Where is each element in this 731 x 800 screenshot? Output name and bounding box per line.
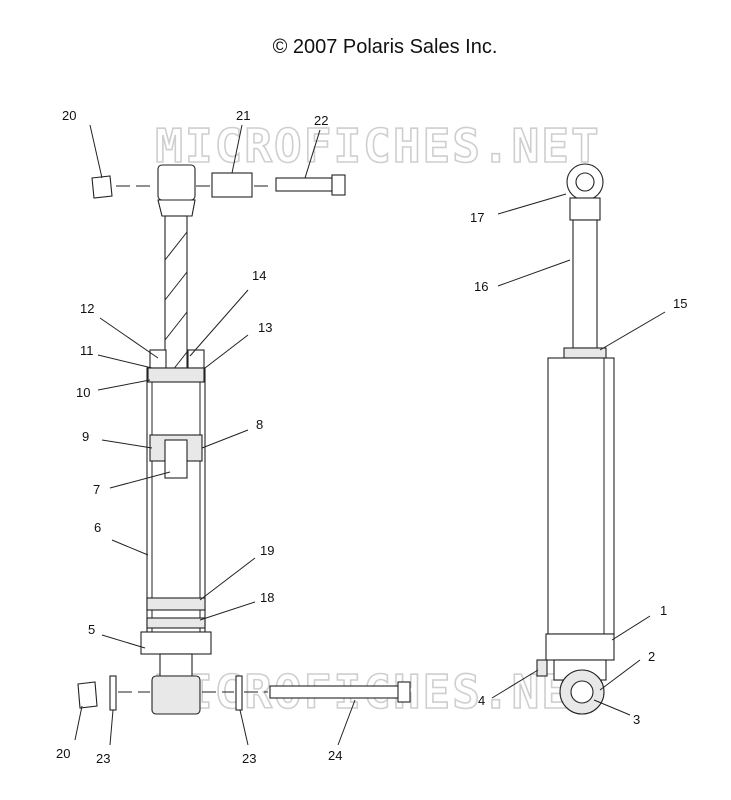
- o-ring: [146, 617, 206, 629]
- callout-16: 16: [474, 279, 488, 294]
- callout-1: 1: [660, 603, 667, 618]
- assembled-shaft: [572, 219, 598, 349]
- callout-17: 17: [470, 210, 484, 225]
- shaft-clevis: [157, 199, 196, 217]
- callout-14: 14: [252, 268, 266, 283]
- callout-23-left: 23: [96, 751, 110, 766]
- bottom-bolt-head: [397, 681, 411, 703]
- top-nut: [91, 175, 113, 199]
- copyright-title: © 2007 Polaris Sales Inc.: [273, 36, 498, 58]
- assembled-shock: [536, 163, 615, 715]
- callout-2: 2: [648, 649, 655, 664]
- bearing-cap: [147, 367, 205, 383]
- callout-23-right: 23: [242, 751, 256, 766]
- assembled-seal: [563, 347, 607, 359]
- callout-9: 9: [82, 429, 89, 444]
- exploded-shock: [77, 164, 411, 715]
- callout-10: 10: [76, 385, 90, 400]
- seal-right: [187, 349, 205, 369]
- callout-11: 11: [80, 343, 94, 358]
- callout-20-top: 20: [62, 108, 76, 123]
- washer-right: [235, 675, 243, 711]
- callout-19: 19: [260, 543, 274, 558]
- callout-15: 15: [673, 296, 687, 311]
- callout-6: 6: [94, 520, 101, 535]
- top-eyelet: [157, 164, 196, 201]
- callout-22: 22: [314, 113, 328, 128]
- washer-left: [109, 675, 117, 711]
- assembled-bottom-cap: [545, 633, 615, 661]
- bottom-eyelet: [151, 675, 201, 715]
- callout-21: 21: [236, 108, 250, 123]
- callout-8: 8: [256, 417, 263, 432]
- callout-4: 4: [478, 693, 485, 708]
- callout-numbers: 1 2 3 4 5 6 7 8 9 10 11 12 13 14 15 16 1…: [56, 108, 687, 766]
- bottom-cap: [140, 631, 212, 655]
- assembled-fitting: [536, 659, 548, 677]
- shaft-end: [164, 439, 188, 479]
- top-bolt-shank: [275, 177, 333, 192]
- top-bolt-head: [331, 174, 346, 196]
- callout-3: 3: [633, 712, 640, 727]
- callout-13: 13: [258, 320, 272, 335]
- assembled-top-cap: [569, 197, 601, 221]
- bottom-eyelet-neck: [159, 653, 193, 677]
- assembled-body: [547, 357, 615, 635]
- callout-20-bottom: 20: [56, 746, 70, 761]
- floating-piston: [146, 597, 206, 611]
- callout-24: 24: [328, 748, 342, 763]
- callout-18: 18: [260, 590, 274, 605]
- leader-lines: [74, 124, 666, 746]
- top-bushing: [211, 172, 253, 198]
- bottom-nut: [77, 681, 98, 709]
- seal-left: [149, 349, 167, 369]
- callout-7: 7: [93, 482, 100, 497]
- callout-12: 12: [80, 301, 94, 316]
- watermark-top: MICROFICHES.NET: [155, 119, 600, 173]
- bottom-bolt-shank: [269, 685, 401, 699]
- callout-5: 5: [88, 622, 95, 637]
